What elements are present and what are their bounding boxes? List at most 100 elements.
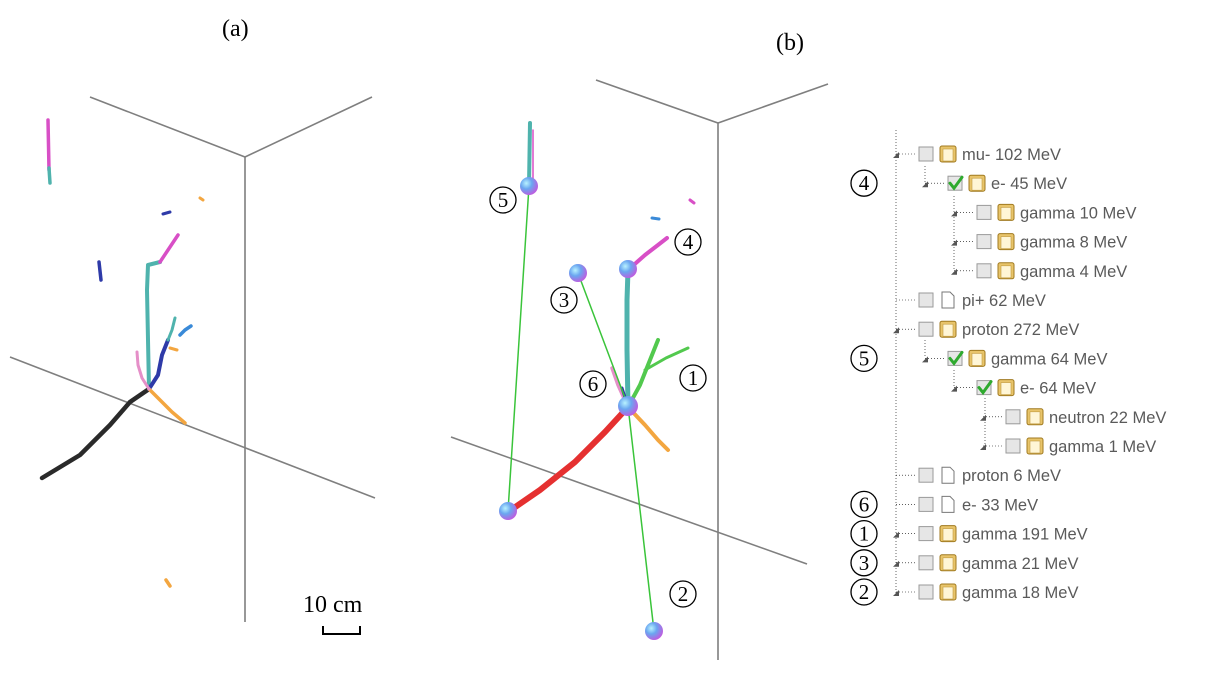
tree-row-label: e- 45 MeV [991, 175, 1067, 193]
tree-row[interactable]: mu- 102 MeV [893, 145, 1061, 164]
tree-rows: mu- 102 MeV e- 45 MeV gamma 10 MeV gamma 8 … [893, 145, 1166, 602]
folder-icon [939, 320, 957, 338]
file-icon [941, 495, 955, 513]
panel-b-frame [450, 79, 829, 660]
checkbox[interactable] [918, 526, 934, 542]
checkbox[interactable] [918, 555, 934, 571]
tree-row-label: gamma 1 MeV [1049, 438, 1156, 456]
checkbox[interactable] [947, 175, 964, 191]
checkbox[interactable] [976, 263, 992, 279]
checkbox[interactable] [918, 292, 934, 308]
tree-row[interactable]: e- 45 MeV [922, 174, 1067, 193]
expander-icon[interactable] [893, 327, 899, 334]
folder-icon [939, 525, 957, 543]
expander-icon[interactable] [951, 239, 957, 246]
vertex-red-end [499, 502, 517, 520]
checkbox[interactable] [918, 584, 934, 600]
expander-icon[interactable] [893, 531, 899, 538]
tree-row-label: gamma 191 MeV [962, 526, 1088, 544]
checkbox[interactable] [1005, 409, 1021, 425]
checkbox[interactable] [918, 467, 934, 483]
panel-a: (a) 10 cm [9, 16, 376, 635]
folder-icon [968, 349, 986, 367]
tree-row[interactable]: gamma 10 MeV [951, 203, 1136, 222]
track-a-teal [145, 260, 162, 391]
scale-bar: 10 cm [303, 592, 363, 635]
track-b-red [505, 404, 631, 515]
checkbox[interactable] [918, 321, 934, 337]
tree-row[interactable]: proton 6 MeV [896, 466, 1061, 485]
tree-row-label: gamma 4 MeV [1020, 263, 1127, 281]
tree-row[interactable]: gamma 21 MeV [893, 554, 1078, 573]
checkmark-icon [948, 175, 964, 191]
panel-a-tracks [39, 118, 205, 588]
expander-icon[interactable] [980, 414, 986, 421]
checkbox[interactable] [918, 146, 934, 162]
expander-icon[interactable] [951, 385, 957, 392]
panel-a-frame [9, 96, 376, 622]
tree-row[interactable]: gamma 4 MeV [951, 262, 1127, 281]
expander-icon[interactable] [922, 356, 928, 363]
checkbox[interactable] [976, 380, 993, 396]
marker-6: 6 [579, 370, 607, 398]
checkbox[interactable] [976, 234, 992, 250]
tree-row-label: gamma 18 MeV [962, 584, 1078, 602]
scale-bar-label: 10 cm [303, 592, 363, 618]
vertex-5 [520, 177, 538, 195]
track-b-blue-dash [650, 216, 661, 221]
expander-icon[interactable] [951, 268, 957, 275]
scale-bar-line [322, 626, 361, 635]
expander-icon[interactable] [922, 181, 928, 188]
tree-marker-label: 1 [859, 522, 870, 546]
vertex-primary [618, 396, 638, 416]
particle-tree: mu- 102 MeV e- 45 MeV gamma 10 MeV gamma 8 … [850, 130, 1166, 606]
track-a-orange-small [168, 346, 179, 352]
vertex-4 [619, 260, 637, 278]
checkbox[interactable] [976, 204, 992, 220]
checkbox[interactable] [947, 350, 964, 366]
tree-row-label: gamma 64 MeV [991, 350, 1107, 368]
tree-row[interactable]: proton 272 MeV [893, 320, 1079, 339]
marker-5: 5 [489, 186, 517, 214]
checkmark-icon [977, 380, 993, 396]
marker-1: 1 [679, 364, 707, 392]
expander-icon[interactable] [980, 444, 986, 450]
tree-marker-2: 2 [850, 578, 878, 606]
tree-row-label: proton 6 MeV [962, 467, 1061, 485]
expander-icon[interactable] [893, 590, 899, 596]
expander-icon[interactable] [893, 152, 899, 158]
tree-row[interactable]: gamma 1 MeV [980, 437, 1156, 456]
frame-floor [9, 356, 376, 499]
checkbox[interactable] [1005, 438, 1021, 454]
tree-row[interactable]: e- 33 MeV [896, 495, 1038, 514]
marker-3: 3 [550, 286, 578, 314]
tree-row-label: e- 64 MeV [1020, 380, 1096, 398]
track-b-teal [624, 267, 631, 410]
frame-floor-b [450, 436, 808, 565]
expander-icon[interactable] [893, 560, 899, 567]
marker-2-label: 2 [678, 582, 689, 606]
vertex-3 [569, 264, 587, 282]
checkbox[interactable] [918, 496, 934, 512]
tree-row[interactable]: gamma 18 MeV [893, 583, 1078, 602]
tree-row[interactable]: pi+ 62 MeV [896, 291, 1046, 310]
track-b-magenta [626, 236, 669, 272]
expander-icon[interactable] [951, 210, 957, 217]
track-a-magenta-top [46, 118, 51, 172]
tree-row[interactable]: neutron 22 MeV [980, 408, 1166, 427]
tree-row-label: proton 272 MeV [962, 321, 1079, 339]
folder-icon [997, 262, 1015, 280]
tree-row[interactable]: e- 64 MeV [951, 379, 1096, 398]
folder-icon [997, 233, 1015, 251]
tree-row[interactable]: gamma 8 MeV [951, 233, 1127, 252]
folder-icon [968, 174, 986, 192]
folder-icon [939, 145, 957, 163]
tree-row-label: mu- 102 MeV [962, 146, 1061, 164]
track-b-magenta-dot [688, 198, 696, 205]
tree-row[interactable]: gamma 191 MeV [893, 525, 1088, 544]
tree-marker-label: 2 [859, 580, 870, 604]
tree-marker-label: 3 [859, 551, 870, 575]
checkmark-icon [948, 350, 964, 366]
tree-row[interactable]: gamma 64 MeV [922, 349, 1107, 368]
